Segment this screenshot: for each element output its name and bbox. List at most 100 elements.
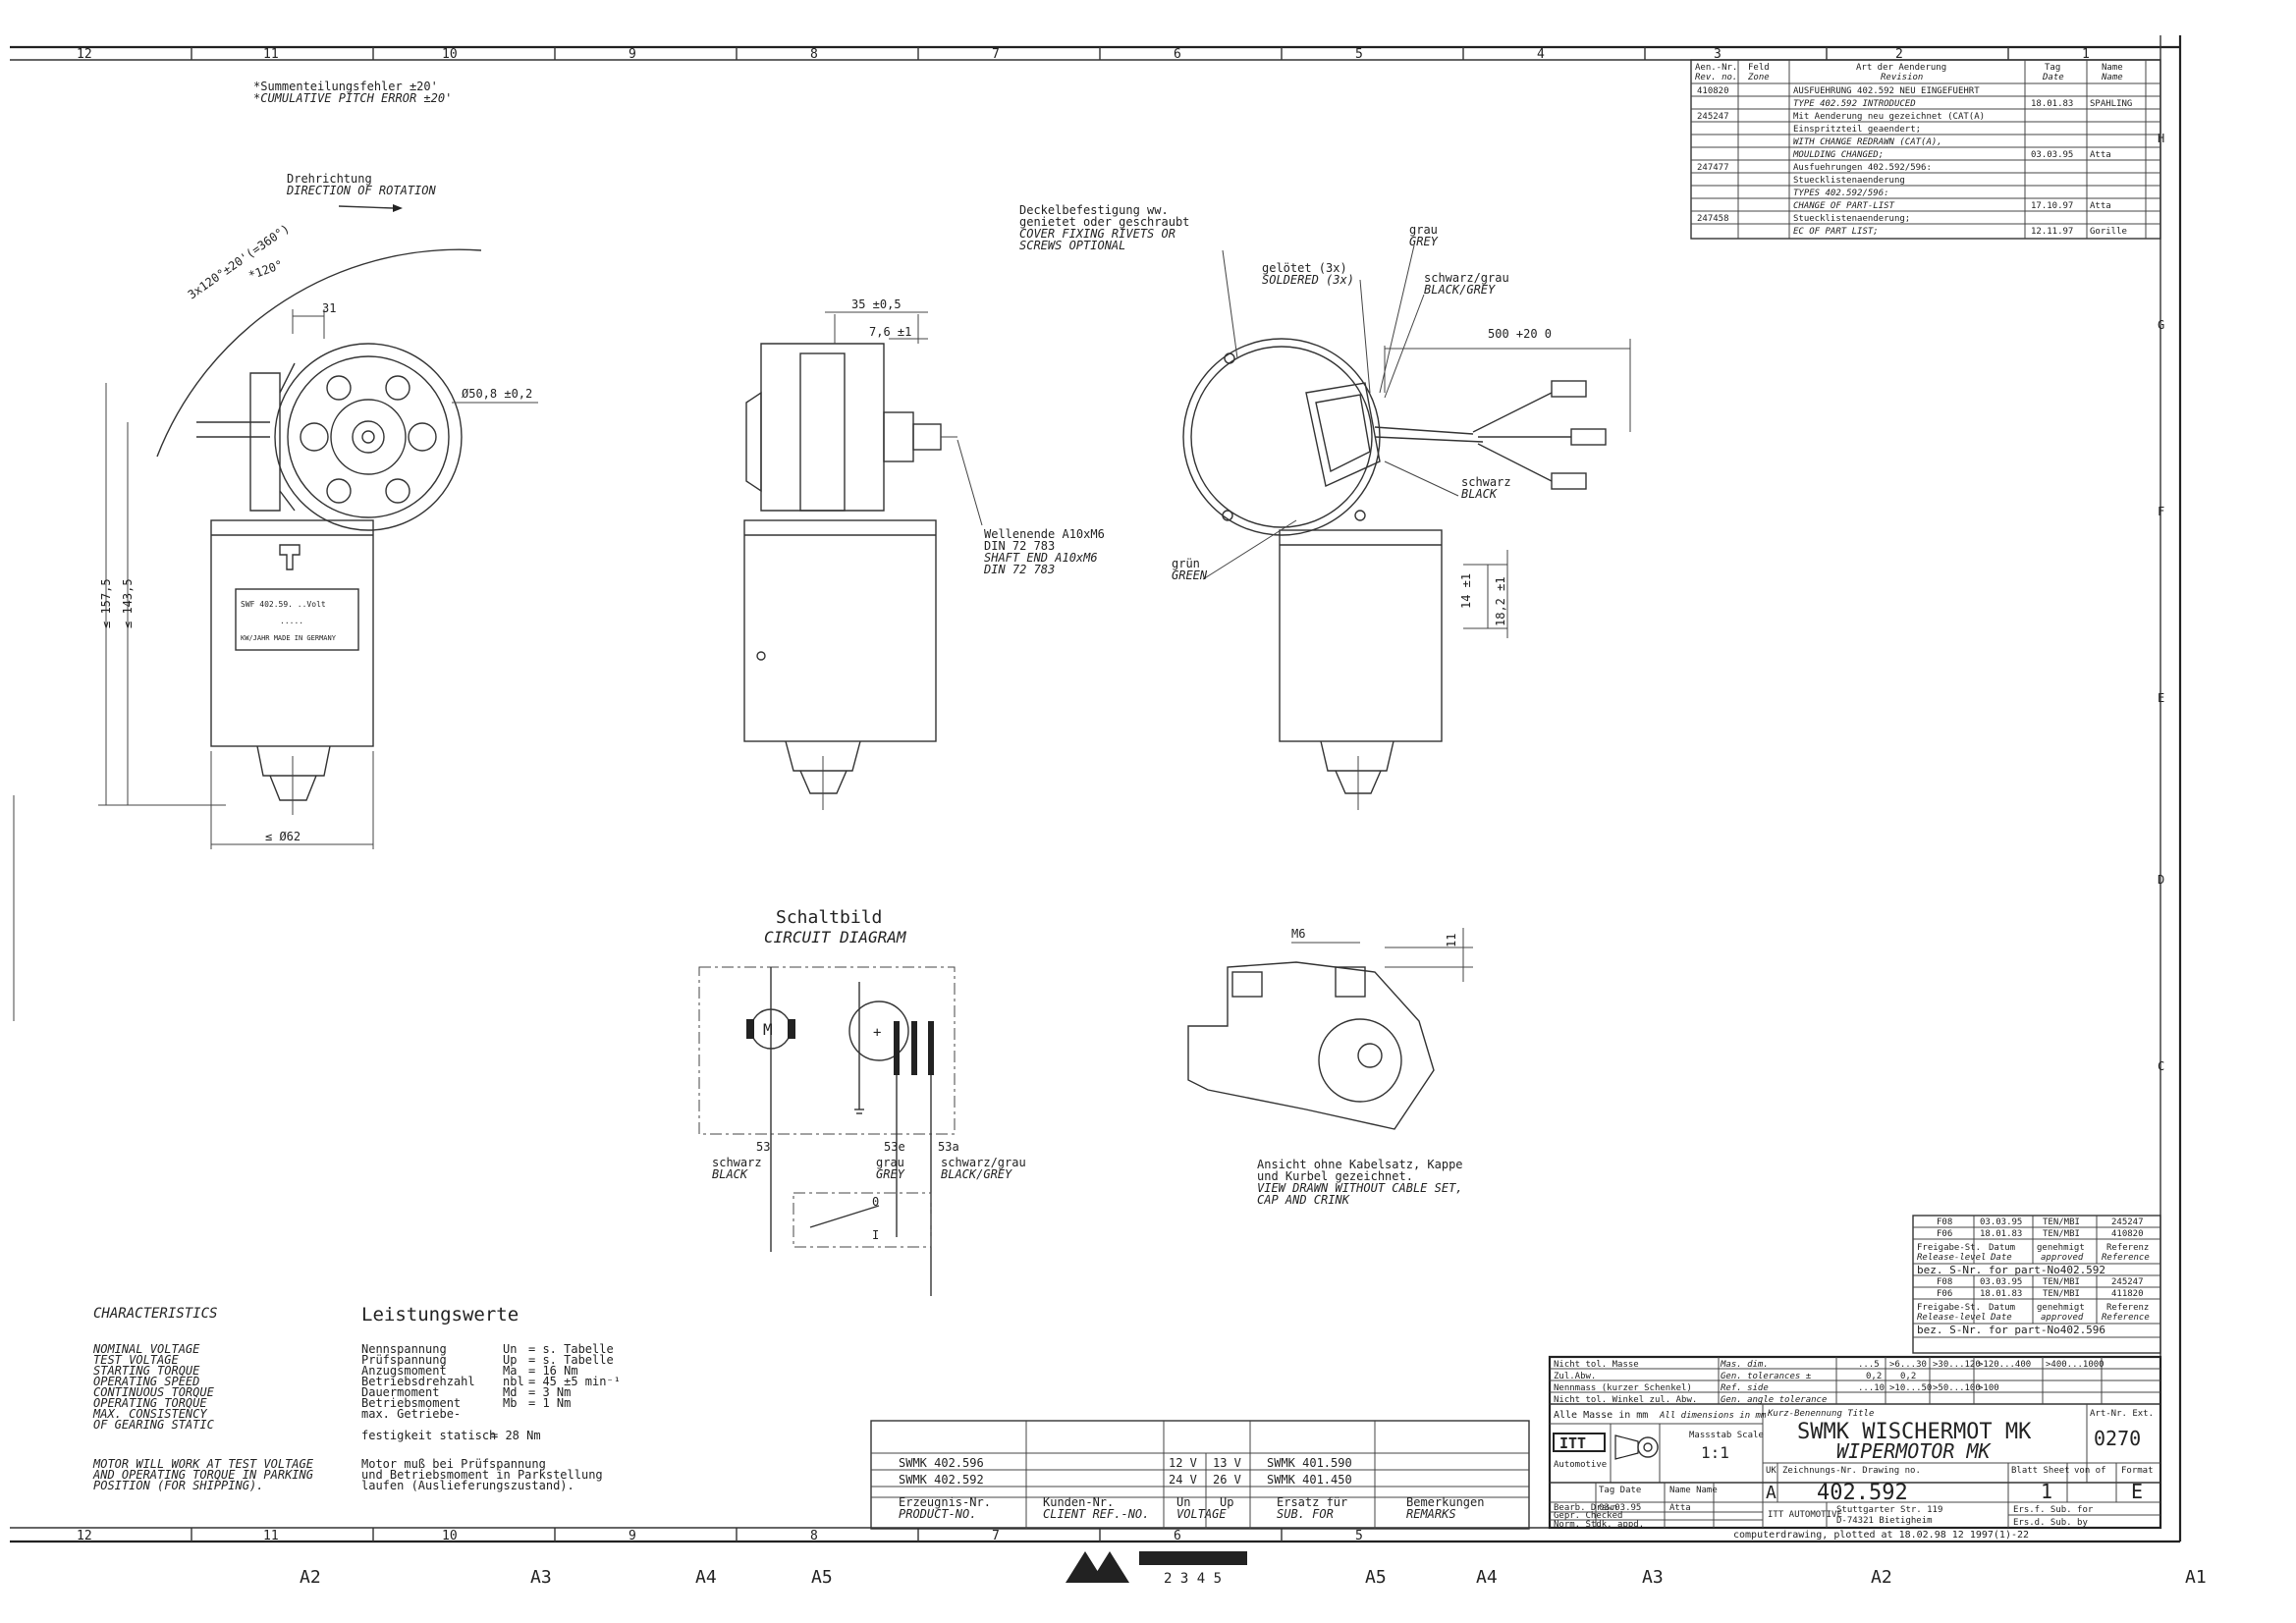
- row-label: C: [2158, 1059, 2164, 1073]
- dim-35: 35 ±0,5: [851, 298, 902, 311]
- tol-value: 0,2: [1900, 1372, 1916, 1381]
- release-level: F06: [1937, 1289, 1952, 1299]
- rev-header-zone: Zone: [1747, 73, 1770, 82]
- product-no: SWMK 402.596: [899, 1456, 984, 1470]
- char-val: = 45 ±5 min⁻¹: [528, 1375, 621, 1388]
- char-sym: Ma: [503, 1364, 517, 1378]
- release-date: 18.01.83: [1980, 1229, 2022, 1239]
- release-hdr: Referenz: [2106, 1243, 2149, 1253]
- drawing-no-label: Zeichnungs-Nr. Drawing no.: [1782, 1466, 1921, 1476]
- sheet-value: 1: [2041, 1480, 2052, 1503]
- wire-2-de: grau: [876, 1156, 904, 1169]
- view-side: 35 ±0,5 7,6 ±1 Wellenende A10xM6 DIN 72 …: [743, 298, 1105, 810]
- black-grey-de: schwarz/grau: [1424, 271, 1509, 285]
- char-en: CONTINUOUS TORQUE: [93, 1385, 215, 1399]
- col-label: 12: [77, 1529, 92, 1543]
- tol-range: >30...120: [1933, 1360, 1981, 1370]
- char-de: Dauermoment: [361, 1385, 439, 1399]
- shaft-en-1: SHAFT END A10xM6: [984, 551, 1098, 565]
- name-label: Name Name: [1669, 1486, 1718, 1495]
- view-front: 3x120°±20'(=360°) *120° SWF 402.59. ..Vo…: [98, 222, 538, 849]
- green-de: grün: [1172, 557, 1200, 570]
- col-label: 8: [810, 1529, 818, 1543]
- automotive-label: Automotive: [1554, 1460, 1607, 1470]
- test-voltage: 13 V: [1213, 1456, 1241, 1470]
- rotation-en: DIRECTION OF ROTATION: [286, 184, 436, 197]
- release-date: 03.03.95: [1980, 1277, 2022, 1287]
- company-address-1: Stuttgarter Str. 119: [1836, 1505, 1942, 1515]
- rev-text: Stuecklistenaenderung: [1793, 176, 1905, 186]
- col-label: 1: [2082, 47, 2090, 62]
- view-top-with-cables: 500 +20 0 14 ±1 18,2 ±1 Deckelbefestigun…: [1019, 203, 1631, 810]
- release-approved: TEN/MBI: [2043, 1277, 2080, 1287]
- release-hdr: Reference: [2102, 1253, 2150, 1263]
- scale-label: Massstab Scale: [1689, 1431, 1764, 1440]
- cover-de-1: Deckelbefestigung ww.: [1019, 203, 1169, 217]
- char-de: Nennspannung: [361, 1342, 447, 1356]
- char-de: Betriebsmoment: [361, 1396, 461, 1410]
- nameplate-line-3: KW/JAHR MADE IN GERMANY: [241, 634, 337, 642]
- shaft-de-2: DIN 72 783: [984, 539, 1055, 553]
- view-gear-detail: M6 11 Ansicht ohne Kabelsatz, Kappe und …: [1187, 927, 1473, 1207]
- header-un: Un: [1176, 1495, 1190, 1509]
- substitute-for: SWMK 401.450: [1267, 1473, 1352, 1487]
- tol-range: >10...50: [1889, 1383, 1932, 1393]
- view-note-de-2: und Kurbel gezeichnet.: [1257, 1169, 1413, 1183]
- release-blocks: F08 03.03.95 TEN/MBI 245247 F06 18.01.83…: [1912, 1215, 2161, 1354]
- rev-text: Einspritzteil geaendert;: [1793, 125, 1921, 135]
- release-approved: TEN/MBI: [2043, 1289, 2080, 1299]
- char-en: MAX. CONSISTENCY: [92, 1407, 207, 1421]
- rev-name: Atta: [2090, 201, 2111, 211]
- release-reference: 410820: [2111, 1229, 2144, 1239]
- col-label: 2: [1895, 47, 1903, 62]
- switch-pos-1: I: [872, 1228, 879, 1242]
- tol-value: 0,2: [1866, 1372, 1882, 1381]
- char-de: festigkeit statisch: [361, 1429, 496, 1442]
- char-sym: nbl: [503, 1375, 524, 1388]
- rev-text: Ausfuehrungen 402.592/596:: [1793, 163, 1932, 173]
- wire-1-de: schwarz: [712, 1156, 762, 1169]
- wire-3-de: schwarz/grau: [941, 1156, 1026, 1169]
- char-val: = 1 Nm: [528, 1396, 571, 1410]
- projection-cone-icon: [1614, 1434, 1639, 1460]
- col-label: 3: [1714, 47, 1722, 62]
- col-label: 4: [1537, 47, 1545, 62]
- bottom-column-labels: 12 11 10 9 8 7 6 5: [77, 1529, 1363, 1543]
- format-mark: A3: [530, 1567, 552, 1588]
- view-note-en-2: CAP AND CRINK: [1257, 1193, 1350, 1207]
- rev-no: 245247: [1697, 112, 1729, 122]
- nominal-voltage: 12 V: [1169, 1456, 1197, 1470]
- soldered-de: gelötet (3x): [1262, 261, 1347, 275]
- top-column-labels: 12 11 10 9 8 7 6 5 4 3 2 1: [77, 47, 2090, 62]
- scale-value: 1:1: [1701, 1443, 1729, 1462]
- rev-date: 12.11.97: [2031, 227, 2073, 237]
- motor-symbol: M: [763, 1020, 773, 1039]
- header-up: Up: [1220, 1495, 1233, 1509]
- col-label: 6: [1174, 47, 1181, 62]
- uk-label: UK: [1766, 1466, 1777, 1476]
- release-hdr: Date: [1990, 1253, 2012, 1263]
- release-bez: bez. S-Nr. for part-No402.592: [1917, 1264, 2105, 1276]
- char-de: max. Getriebe-: [361, 1407, 461, 1421]
- row-label: F: [2158, 505, 2164, 518]
- col-label: 12: [77, 47, 92, 62]
- format-mark: A2: [300, 1567, 321, 1588]
- title-label: Kurz-Benennung Title: [1767, 1409, 1874, 1419]
- header-sub-de: Ersatz für: [1277, 1495, 1347, 1509]
- release-level: F06: [1937, 1229, 1952, 1239]
- release-hdr: Freigabe-St.: [1917, 1243, 1981, 1253]
- cover-en-1: COVER FIXING RIVETS OR: [1019, 227, 1175, 241]
- release-level: F08: [1937, 1277, 1952, 1287]
- switch-pos-0: 0: [872, 1195, 879, 1209]
- cover-en-2: SCREWS OPTIONAL: [1019, 239, 1125, 252]
- col-label: 5: [1355, 1529, 1363, 1543]
- col-label: 10: [442, 1529, 458, 1543]
- format-mark: A1: [2185, 1567, 2207, 1588]
- foot-de-1: Motor muß bei Prüfspannung: [361, 1457, 546, 1471]
- col-label: 7: [992, 1529, 1000, 1543]
- release-reference: 411820: [2111, 1289, 2144, 1299]
- char-val: = 3 Nm: [528, 1385, 571, 1399]
- rotation-de: Drehrichtung: [287, 172, 372, 186]
- projection-circle-icon: [1637, 1436, 1659, 1458]
- pitch-note-de: *Summenteilungsfehler ±20': [253, 80, 438, 93]
